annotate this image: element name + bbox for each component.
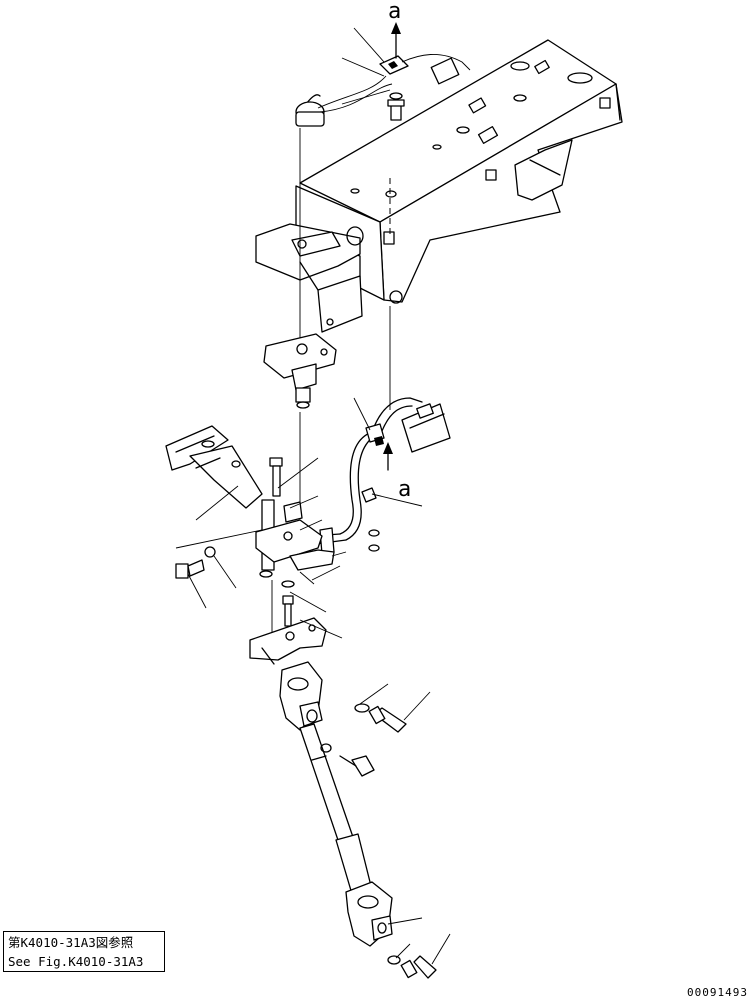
callout-letter-a-middle: a (398, 477, 411, 502)
universal-joint-lower (345, 881, 393, 947)
reference-text-japanese: 第K4010-31A3図参照 (8, 935, 134, 950)
assembly-centerlines (271, 128, 391, 640)
view-arrow-a-middle (383, 442, 393, 471)
grease-fitting (320, 743, 375, 777)
bolt-bottom (387, 955, 437, 979)
reference-box: 第K4010-31A3図参照 See Fig.K4010-31A3 (3, 931, 165, 972)
callout-letter-a-top: a (388, 0, 401, 24)
bolt-upper-right (354, 703, 407, 733)
lower-bracket-plate (249, 617, 327, 665)
column-plate (263, 333, 337, 409)
frame-bracket (255, 39, 623, 333)
sensor-switch-top (295, 75, 393, 127)
bolt-lever (269, 457, 283, 497)
bolt-top (387, 92, 405, 121)
washers-small (204, 529, 380, 588)
mounting-bracket (255, 499, 335, 571)
bolt-left (175, 559, 205, 579)
harness-clamp-top (379, 53, 471, 85)
bolt-mid (282, 595, 294, 627)
leader-lines (175, 27, 451, 965)
universal-joint-upper (279, 661, 323, 731)
tilt-lever (165, 425, 263, 509)
intermediate-shaft (299, 723, 373, 895)
reference-text-english: See Fig.K4010-31A3 (8, 954, 144, 969)
figure-number: 00091493 (687, 986, 748, 999)
view-arrow-a-top (391, 22, 401, 59)
